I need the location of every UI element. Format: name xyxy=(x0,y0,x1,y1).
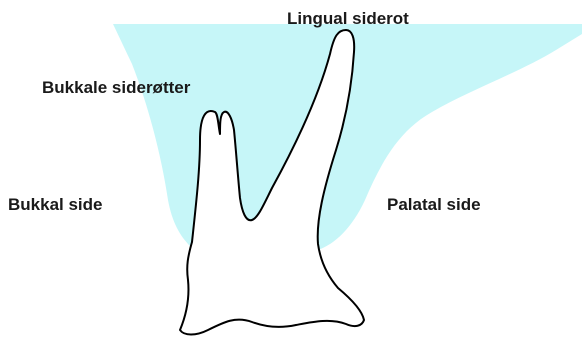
buccal-roots-label: Bukkale siderøtter xyxy=(42,79,190,96)
buccal-side-label: Bukkal side xyxy=(8,196,103,213)
palatal-side-label: Palatal side xyxy=(387,196,481,213)
lingual-root-label: Lingual siderot xyxy=(287,10,409,27)
